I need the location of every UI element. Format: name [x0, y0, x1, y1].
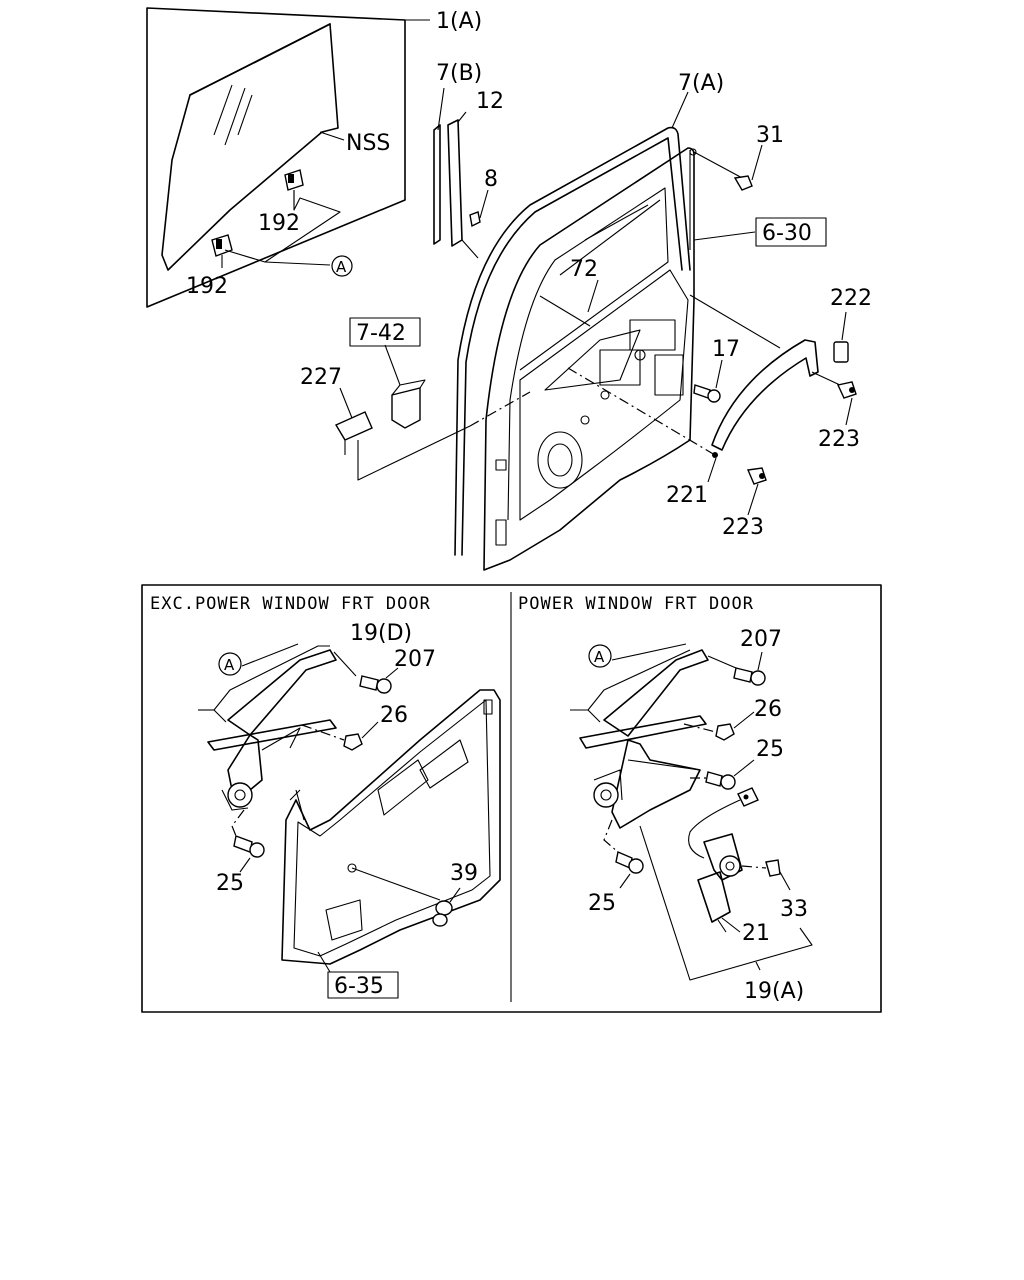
door-glass — [161, 23, 345, 271]
label-lower-left-marker: A — [224, 656, 235, 674]
belt-molding — [707, 339, 819, 483]
lower-left-marker-a — [218, 652, 242, 676]
label-part-223-b: 223 — [722, 515, 764, 540]
power-regulator — [579, 649, 709, 829]
manual-regulator — [207, 649, 337, 811]
label-lower-right-207: 207 — [740, 627, 782, 652]
label-lower-left-26: 26 — [380, 703, 408, 728]
label-part-17: 17 — [712, 337, 740, 362]
label-ref-7-42: 7-42 — [356, 321, 406, 346]
lower-right-screw-33 — [765, 859, 791, 891]
glass-run-front — [454, 91, 691, 556]
glass-run-rear — [433, 87, 489, 259]
lower-right-nut-26 — [715, 711, 755, 741]
bolt-17 — [693, 359, 723, 403]
label-lower-right-25-bottom: 25 — [588, 891, 616, 916]
label-run-b: 7(B) — [436, 61, 482, 86]
label-lower-right-25-top: 25 — [756, 737, 784, 762]
label-part-31: 31 — [756, 123, 784, 148]
label-part-72: 72 — [570, 257, 598, 282]
label-part-227: 227 — [300, 365, 342, 390]
door-body — [483, 147, 697, 571]
lower-left-nut-26 — [343, 721, 379, 751]
label-lower-left-39: 39 — [450, 861, 478, 886]
ref-box-6-30 — [755, 217, 827, 247]
lower-left-bolt-25 — [233, 835, 265, 873]
lower-right-bolt-25-bottom — [615, 851, 644, 889]
label-glass-assy: 1(A) — [436, 9, 482, 34]
label-glass-clip-a: 192 — [258, 211, 300, 236]
label-regulator-19d: 19(D) — [350, 621, 412, 646]
label-run-a: 7(A) — [678, 71, 724, 96]
ref-box-6-35 — [327, 971, 399, 999]
label-ref-6-30: 6-30 — [762, 221, 812, 246]
glass-inset-frame — [146, 7, 430, 308]
lower-right-bolt-25-top — [705, 759, 755, 790]
lower-right-bolt-207 — [733, 651, 766, 686]
label-lower-left-25: 25 — [216, 871, 244, 896]
label-part-12: 12 — [476, 89, 504, 114]
lower-left-clip-39 — [432, 887, 461, 927]
marker-a-circle — [331, 255, 353, 277]
screw-223-lower — [746, 467, 767, 516]
label-glass-clip-b: 192 — [186, 274, 228, 299]
lower-panel-frame — [141, 584, 882, 1013]
door-trim-panel — [281, 689, 501, 965]
label-ref-6-35: 6-35 — [334, 974, 384, 999]
heading-exc-power-window: EXC.POWER WINDOW FRT DOOR — [150, 594, 431, 614]
glass-clip-upper — [284, 169, 304, 191]
glass-clip-lower — [211, 234, 233, 257]
screw-223-upper — [836, 381, 857, 426]
label-lower-left-207: 207 — [394, 647, 436, 672]
ref-box-7-42 — [349, 317, 421, 347]
heading-power-window: POWER WINDOW FRT DOOR — [518, 594, 754, 614]
motor-connector — [737, 787, 759, 807]
label-lower-right-21: 21 — [742, 921, 770, 946]
screw-31 — [733, 144, 763, 191]
label-nss: NSS — [346, 131, 390, 156]
window-motor — [697, 833, 743, 933]
handle-cover-227 — [334, 387, 373, 455]
label-part-222: 222 — [830, 286, 872, 311]
label-marker-a: A — [336, 258, 347, 276]
handle-case — [384, 344, 426, 429]
label-part-223-a: 223 — [818, 427, 860, 452]
label-part-8: 8 — [484, 167, 498, 192]
label-lower-right-26: 26 — [754, 697, 782, 722]
label-part-221: 221 — [666, 483, 708, 508]
label-lower-right-33: 33 — [780, 897, 808, 922]
lower-right-marker-a — [588, 644, 612, 668]
label-regulator-19a: 19(A) — [744, 979, 804, 1004]
label-lower-right-marker: A — [594, 648, 605, 666]
lower-left-bolt-207 — [359, 667, 399, 694]
cap-222 — [833, 311, 849, 363]
